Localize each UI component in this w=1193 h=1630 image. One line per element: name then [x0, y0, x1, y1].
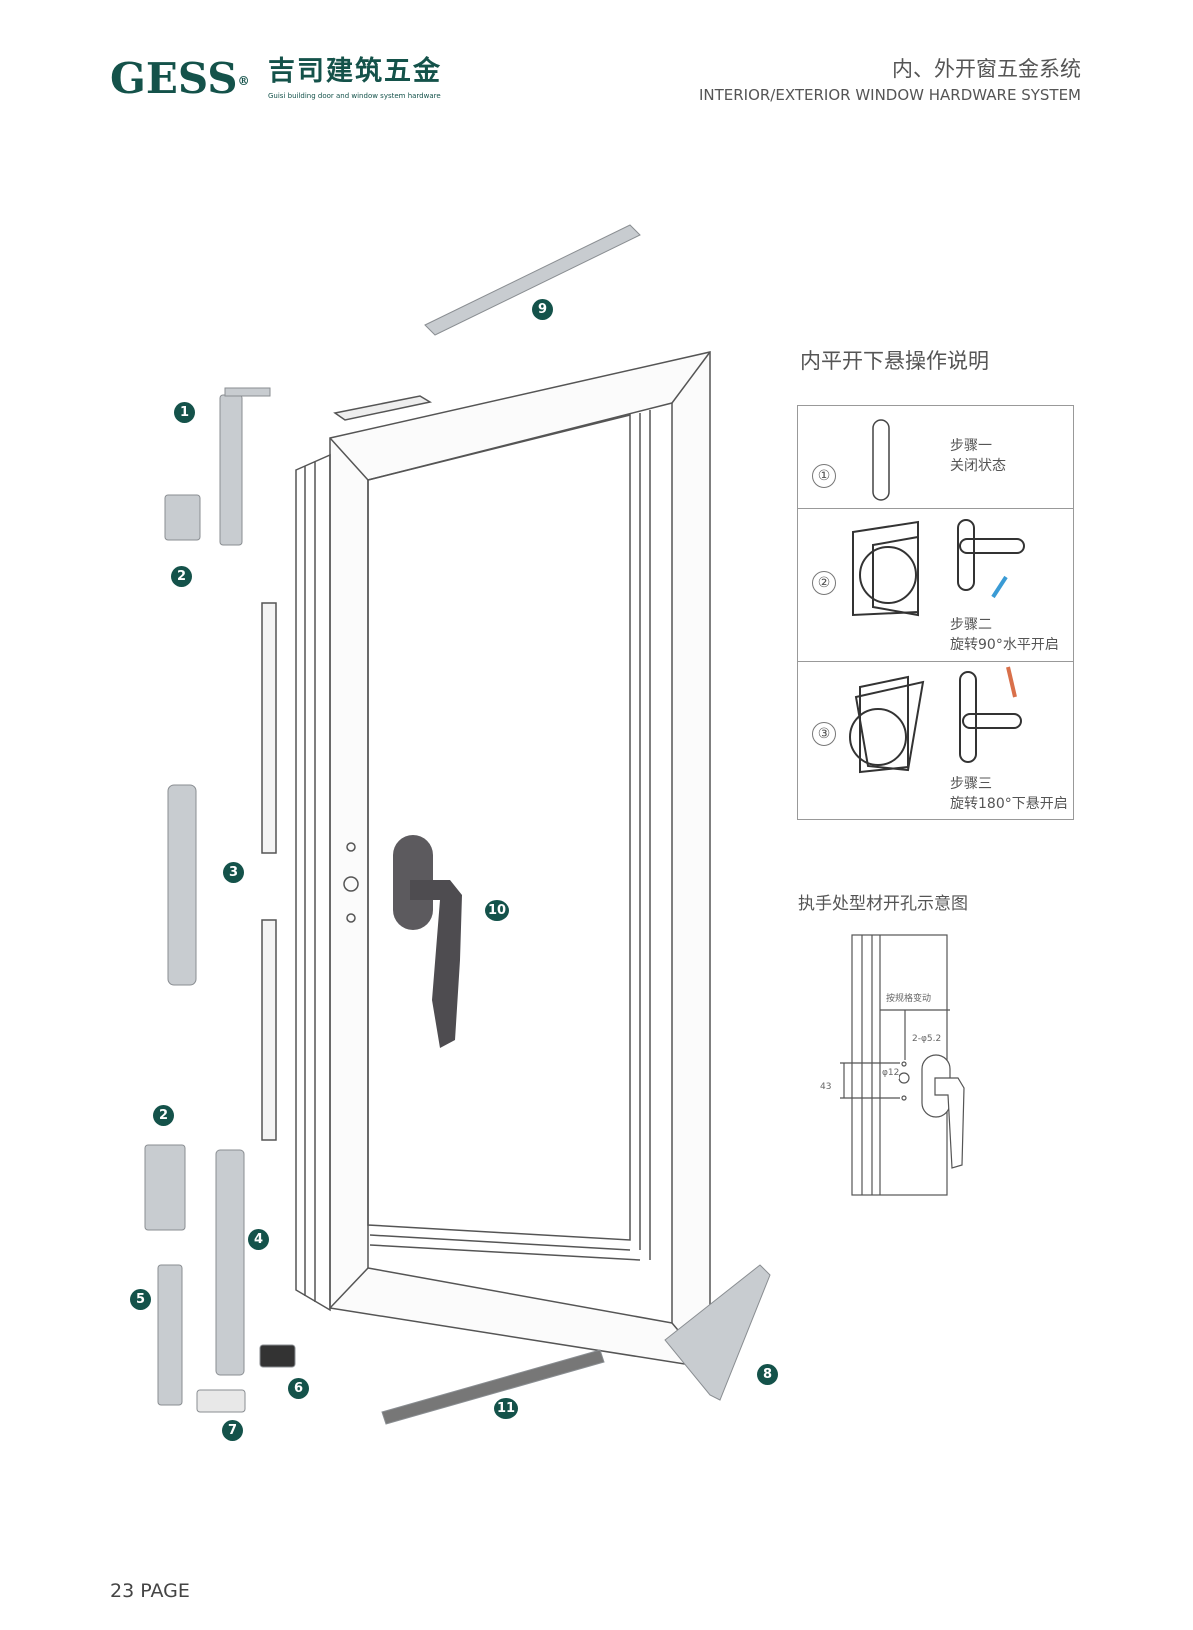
- part-2-top: [164, 494, 201, 541]
- part-11: [381, 1349, 605, 1425]
- step-number: ②: [812, 571, 836, 595]
- window-open-icon: [852, 519, 1025, 617]
- step-label: 步骤一: [950, 438, 992, 454]
- step-number: ①: [812, 464, 836, 488]
- step-3: ③ 步骤三旋转180°下悬开启: [798, 662, 1073, 818]
- part-3: [167, 784, 197, 986]
- step-2: ② 步骤二旋转90°水平开启: [798, 509, 1073, 662]
- step-desc: 关闭状态: [950, 458, 1006, 474]
- handle-closed-icon: [872, 419, 890, 501]
- part-badge-6: 6: [288, 1378, 309, 1399]
- hole-diagram: 按规格变动 2-φ5.2 φ12 43: [820, 930, 1000, 1200]
- step-label: 步骤二: [950, 617, 992, 633]
- part-7: [196, 1389, 246, 1413]
- part-6: [259, 1344, 296, 1368]
- dim-holes: 2-φ5.2: [912, 1034, 942, 1045]
- dim-spacing: 43: [820, 1082, 832, 1093]
- part-1: [219, 394, 243, 546]
- part-badge-3: 3: [223, 862, 244, 883]
- page-number: 23 PAGE: [110, 1580, 190, 1602]
- part-badge-5: 5: [130, 1289, 151, 1310]
- logo-text: GESS: [110, 54, 238, 103]
- step-label: 步骤三: [950, 776, 992, 792]
- part-badge-2: 2: [171, 566, 192, 587]
- part-badge-7: 7: [222, 1420, 243, 1441]
- dim-center: φ12: [882, 1068, 900, 1079]
- part-badge-8: 8: [757, 1364, 778, 1385]
- part-badge-1: 1: [174, 402, 195, 423]
- part-badge-2b: 2: [153, 1105, 174, 1126]
- window-tilt-icon: [849, 666, 1022, 774]
- part-badge-10: 10: [485, 900, 509, 921]
- part-5: [157, 1264, 183, 1406]
- step-desc: 旋转180°下悬开启: [950, 796, 1068, 812]
- window-handle-10: [393, 835, 462, 1048]
- operation-steps: ① 步骤一关闭状态 ② 步骤二旋转90°水平开启 ③ 步骤三旋转180°下悬开启: [797, 405, 1074, 820]
- step-desc: 旋转90°水平开启: [950, 637, 1059, 653]
- operation-title: 内平开下悬操作说明: [800, 349, 989, 373]
- part-2-bottom: [144, 1144, 186, 1231]
- part-4: [215, 1149, 245, 1376]
- section-title-cn: 内、外开窗五金系统: [892, 57, 1081, 81]
- profile-drawing: [840, 934, 965, 1196]
- section-title-en: INTERIOR/EXTERIOR WINDOW HARDWARE SYSTEM: [698, 86, 1081, 104]
- brand-subtitle: Guisi building door and window system ha…: [268, 92, 441, 100]
- part-9: [424, 224, 641, 336]
- step-1: ① 步骤一关闭状态: [798, 406, 1073, 509]
- part-8: [664, 1264, 771, 1401]
- hole-diagram-title: 执手处型材开孔示意图: [798, 894, 968, 914]
- part-badge-11: 11: [494, 1398, 518, 1419]
- brand-cn: 吉司建筑五金: [268, 56, 442, 87]
- registered-mark: ®: [237, 74, 250, 88]
- part-badge-9: 9: [532, 299, 553, 320]
- logo: GESS®: [110, 56, 250, 102]
- step-number: ③: [812, 722, 836, 746]
- part-badge-4: 4: [248, 1229, 269, 1250]
- dim-note: 按规格变动: [886, 994, 932, 1005]
